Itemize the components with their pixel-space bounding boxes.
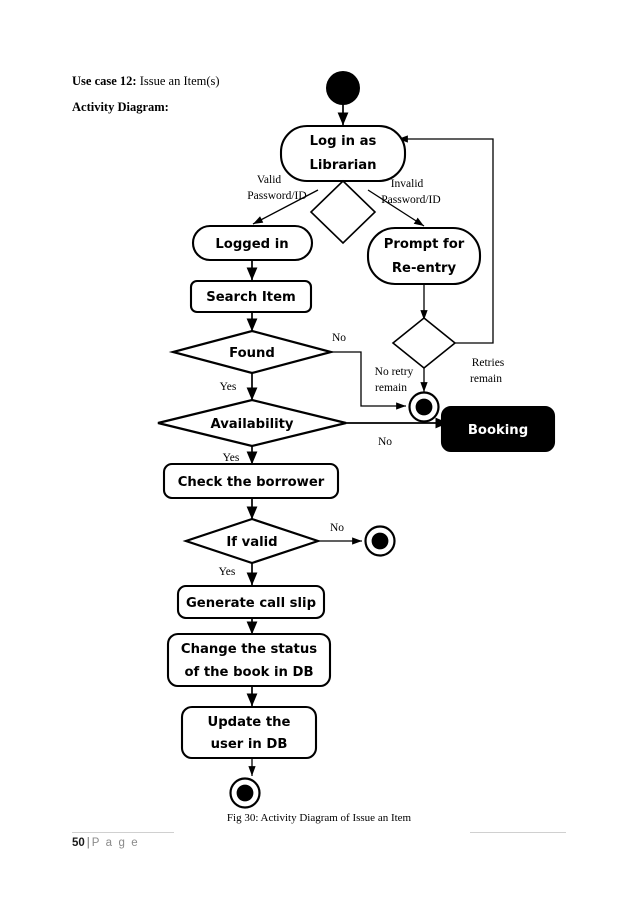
node-generate-call-slip[interactable] [176,584,326,620]
figure-caption: Fig 30: Activity Diagram of Issue an Ite… [226,812,412,824]
edge-retries-remain-to-login [397,135,494,344]
decision-found[interactable] [168,329,336,375]
edge-label-invalid-line2: Password/ID [381,194,440,206]
node-log-in-as-librarian-label-line1: Log in as [310,134,377,149]
edge-label-availability-yes: Yes [223,452,240,464]
node-logged-in[interactable] [191,224,314,262]
node-generate-call-slip-label: Generate call slip [186,596,316,611]
node-change-the-status-label-line2: of the book in DB [184,665,313,680]
edge-label-valid-line2: Password/ID [247,190,306,202]
edge-label-found-no: No [332,332,346,344]
node-search-item-label: Search Item [206,290,296,305]
footer-page-number: 50 [72,837,85,849]
node-update-the-user-label-line1: Update the [208,715,291,730]
section-heading-label: Activity Diagram: [72,99,169,114]
document-heading: Use case 12: Issue an Item(s) Activity D… [72,74,492,125]
footer-rule-right [470,832,566,833]
node-booking[interactable] [440,405,556,453]
footer-separator: | [86,837,90,849]
node-check-the-borrower[interactable] [162,462,340,500]
edge-label-no-retry-line1: No retry [375,366,414,378]
usecase-heading: Use case 12: Issue an Item(s) [72,74,492,90]
edge-invalid-to-prompt [367,189,425,227]
edge-label-availability-no: No [378,436,392,448]
page-footer: 50|P a g e [0,832,638,872]
node-prompt-for-reentry-label-line2: Re-entry [392,261,457,276]
final-node-if-valid-dot [371,532,389,550]
node-prompt-for-reentry[interactable] [366,226,482,286]
decision-credentials[interactable] [309,179,377,245]
edge-label-no-retry-line2: remain [375,382,407,394]
node-log-in-as-librarian-label-line2: Librarian [309,158,376,173]
decision-availability-label: Availability [210,417,293,432]
node-search-item[interactable] [189,279,313,314]
section-heading: Activity Diagram: [72,100,492,116]
node-update-the-user[interactable] [180,705,318,760]
decision-if-valid-label: If valid [226,535,277,550]
final-node-end-dot [236,784,254,802]
final-node-retry-dot [415,398,433,416]
decision-if-valid[interactable] [182,517,322,565]
edge-found-no-to-final [330,351,407,410]
decision-retry[interactable] [391,316,457,370]
edge-valid-to-logged-in [252,189,319,225]
decision-found-label: Found [229,346,275,361]
footer-text: 50|P a g e [72,837,139,849]
edge-label-valid-line1: Valid [257,174,282,186]
edge-label-if-valid-yes: Yes [219,566,236,578]
node-check-the-borrower-label: Check the borrower [178,475,325,490]
footer-page-word: P a g e [91,837,140,849]
footer-rule-left [72,832,174,833]
edge-label-found-yes: Yes [220,381,237,393]
usecase-title: Issue an Item(s) [139,74,220,88]
node-prompt-for-reentry-label-line1: Prompt for [384,237,465,252]
node-booking-label: Booking [468,423,528,438]
edge-label-invalid-line1: Invalid [391,178,424,190]
node-change-the-status-label-line1: Change the status [181,642,317,657]
node-change-the-status[interactable] [166,632,332,688]
initial-node [326,71,360,105]
edge-label-if-valid-no: No [330,522,344,534]
decision-availability[interactable] [157,398,347,448]
edge-label-retries-line1: Retries [472,357,505,369]
node-logged-in-label: Logged in [215,237,288,252]
usecase-label: Use case 12: [72,74,137,88]
edge-label-retries-line2: remain [470,373,502,385]
node-update-the-user-label-line2: user in DB [211,737,288,752]
